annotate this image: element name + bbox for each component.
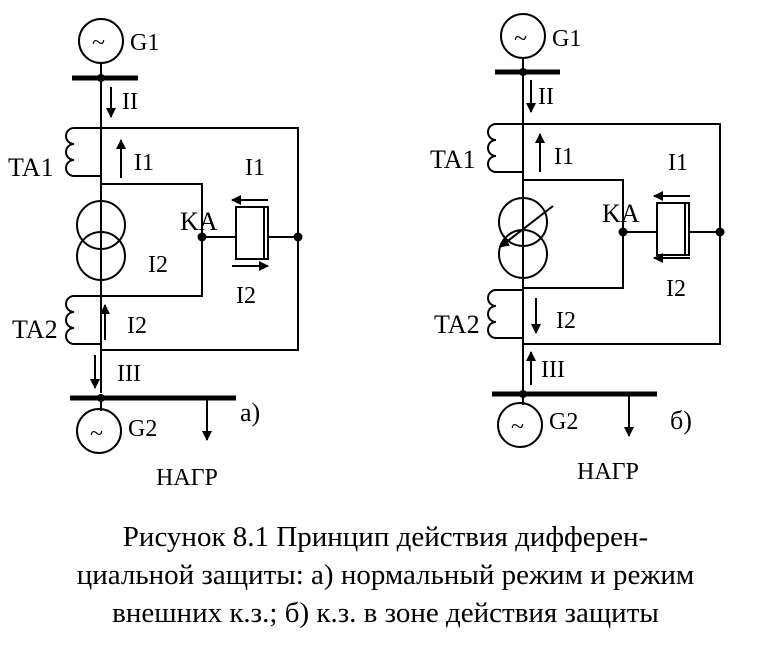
relay-ka [235,206,269,260]
ct-top-circle [76,200,126,250]
generator-g2-label: G2 [128,416,157,442]
load-label: НАГР [156,465,218,491]
label-i2-relay: I2 [236,283,256,309]
ta2-label: TA2 [434,310,480,339]
label-i1-relay: I1 [245,155,265,181]
generator-g1-label: G1 [552,26,581,52]
diagram-b-letter: б) [670,406,692,435]
label-i2-sec: I2 [127,313,147,339]
label-i2-sec: I2 [556,308,576,334]
ct-top-circle [498,197,548,247]
ta1-winding [487,123,523,173]
label-i-i: II [122,89,138,115]
label-i2-mid: I2 [148,252,168,278]
label-i1-relay: I1 [668,150,688,176]
ta2-winding [65,295,101,345]
ta1-label: TA1 [430,145,476,174]
label-i-ii: III [541,357,565,383]
generator-g1-tilde: ~ [514,26,527,52]
generator-g1-tilde: ~ [92,30,105,56]
ka-label: KA [180,207,218,236]
ta2-winding [487,289,523,339]
caption-line-1: Рисунок 8.1 Принцип действия дифферен- [122,521,649,553]
generator-g2-tilde: ~ [90,421,103,447]
generator-g2-label: G2 [549,409,578,435]
ka-label: KA [602,199,640,228]
ta1-label: TA1 [8,153,54,182]
label-i-i: II [538,84,554,110]
label-i1-sec: I1 [134,150,154,176]
label-i1-sec: I1 [554,144,574,170]
ta1-secondary-inner [101,183,203,297]
load-label: НАГР [577,459,639,485]
diagram-b: ~ G1 II TA1 I1 I1 KA I2 [430,13,725,485]
label-i2-relay: I2 [666,276,686,302]
relay-ka [656,202,690,256]
differential-protection-diagram: ~ G1 II TA1 I1 I1 KA I2 I2 [8,13,725,491]
diagram-a-letter: а) [240,398,260,427]
figure-caption: Рисунок 8.1 Принцип действия дифферен- ц… [0,518,771,632]
label-i-ii: III [117,361,141,387]
fault-arrow [499,205,554,248]
diagram-a: ~ G1 II TA1 I1 I1 KA I2 I2 [8,18,303,491]
generator-g2-tilde: ~ [511,414,524,440]
generator-g2-symbol [497,402,543,448]
generator-g1-label: G1 [130,30,159,56]
caption-line-3: внешних к.з.; б) к.з. в зоне действия за… [112,597,659,629]
ct-bottom-circle [76,231,126,281]
ta2-label: TA2 [12,315,58,344]
ta1-winding [65,127,101,177]
generator-g2-symbol [76,408,122,454]
caption-line-2: циальной защиты: а) нормальный режим и р… [76,559,695,591]
